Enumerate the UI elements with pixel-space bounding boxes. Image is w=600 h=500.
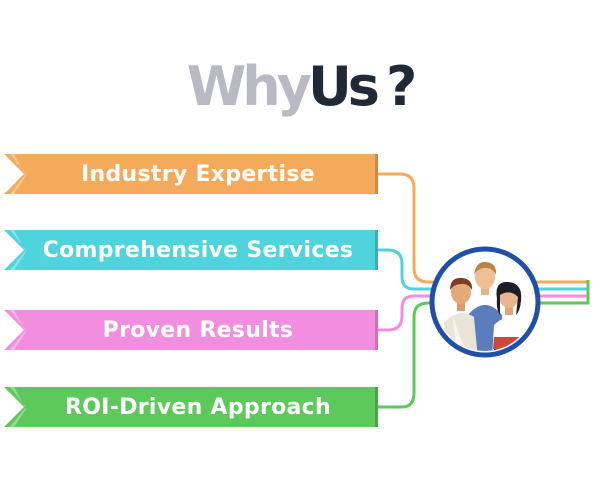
banner-label: ROI-Driven Approach	[65, 394, 331, 420]
connector-line-industry-expertise	[378, 172, 588, 284]
banner-comprehensive-services: Comprehensive Services	[4, 230, 378, 270]
banner-roi-driven-approach: ROI-Driven Approach	[4, 387, 378, 427]
connector-line-proven-results	[378, 294, 588, 332]
banner-label: Industry Expertise	[81, 161, 315, 187]
banner-proven-results: Proven Results	[4, 310, 378, 350]
page-title: WhyUs?	[0, 52, 600, 122]
title-us: Us	[307, 55, 380, 118]
banner-label: Comprehensive Services	[42, 237, 354, 263]
connector-line-roi-driven-approach	[378, 280, 590, 409]
connector-line-comprehensive-services	[378, 248, 588, 291]
banner-label: Proven Results	[102, 317, 294, 343]
title-question-mark: ?	[385, 55, 417, 118]
title-why: Why	[186, 55, 312, 118]
banner-industry-expertise: Industry Expertise	[4, 154, 378, 194]
team-avatar	[428, 245, 542, 359]
team-group-icon	[429, 246, 541, 358]
